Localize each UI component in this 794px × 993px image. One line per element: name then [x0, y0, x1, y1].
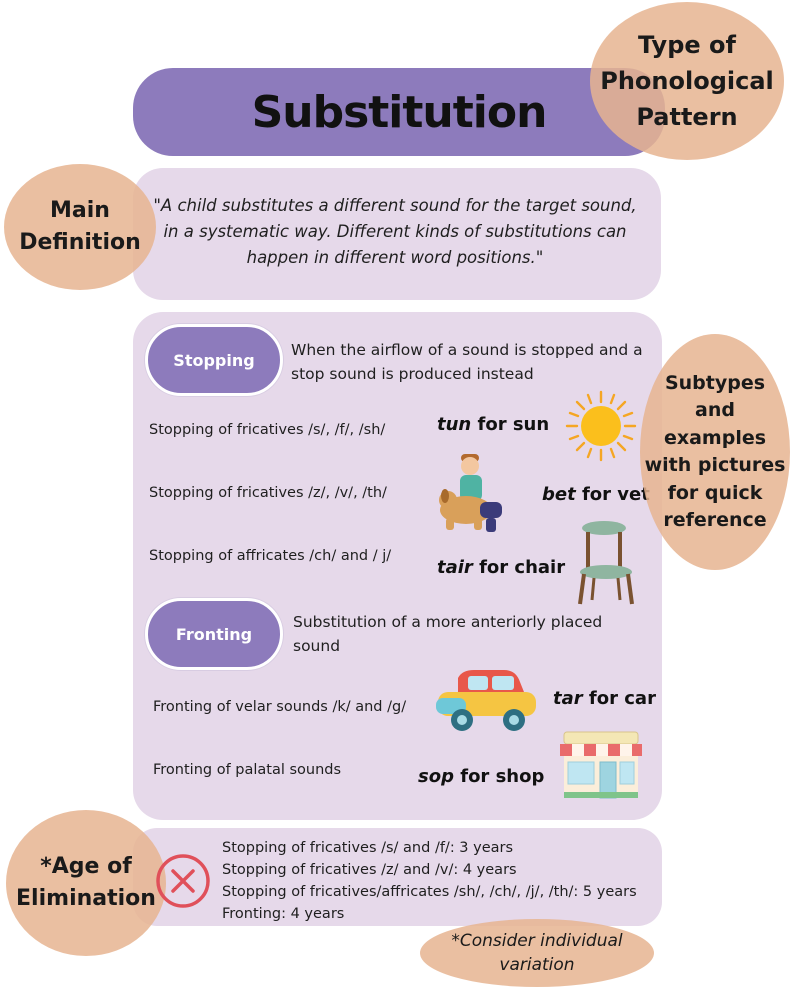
fronting-description: Substitution of a more anteriorly placed…	[293, 613, 603, 655]
note-line: *Consider individual	[451, 931, 623, 951]
fronting-row-label: Fronting of palatal sounds	[153, 762, 342, 778]
stopping-example: bet for vet	[542, 484, 650, 505]
example-word: bet	[542, 484, 576, 505]
age-list: Stopping of fricatives /s/ and /f/: 3 ye…	[222, 837, 637, 925]
definition-text: "A child substitutes a different sound f…	[153, 196, 637, 267]
consider-variation-note: *Consider individual variation	[420, 919, 654, 987]
age-label-line: Elimination	[16, 886, 156, 911]
age-label-line: *Age of	[40, 854, 132, 879]
car-icon	[436, 670, 536, 731]
subtypes-label: Subtypes and examples with pictures for …	[640, 334, 790, 570]
subtypes-label-line: for quick	[667, 481, 763, 504]
definition-label-line: Main	[50, 198, 110, 223]
age-line: Fronting: 4 years	[222, 906, 345, 922]
fronting-example: tar for car	[553, 688, 656, 709]
subtypes-label-line: Subtypes	[664, 371, 766, 394]
subtypes-label-line: examples	[663, 426, 767, 449]
example-rest: for chair	[472, 557, 566, 578]
stopping-pill: Stopping	[145, 324, 283, 396]
definition-label-line: Definition	[19, 230, 141, 255]
stopping-row-label: Stopping of fricatives /s/, /f/, /sh/	[149, 422, 386, 438]
type-label-line: Phonological	[600, 67, 774, 95]
subtypes-label-line: and	[695, 399, 735, 421]
example-rest: for car	[582, 688, 656, 709]
stopping-description: When the airflow of a sound is stopped a…	[291, 341, 643, 383]
age-line: Stopping of fricatives/affricates /sh/, …	[222, 884, 637, 900]
vet-with-dog-icon	[439, 454, 502, 532]
age-line: Stopping of fricatives /s/ and /f/: 3 ye…	[222, 840, 514, 856]
stopping-row-label: Stopping of affricates /ch/ and / j/	[149, 548, 392, 564]
age-line: Stopping of fricatives /z/ and /v/: 4 ye…	[222, 862, 517, 878]
definition-panel	[133, 168, 661, 300]
fronting-row-label: Fronting of velar sounds /k/ and /g/	[153, 699, 407, 715]
chair-icon	[578, 521, 634, 605]
subtypes-label-line: reference	[663, 509, 767, 531]
shop-icon	[560, 731, 642, 799]
example-rest: for sun	[471, 414, 550, 435]
fronting-pill: Fronting	[145, 598, 283, 670]
example-word: sop	[418, 766, 454, 787]
subtypes-label-line: with pictures	[644, 454, 786, 476]
age-panel	[133, 828, 662, 926]
example-rest: for shop	[453, 766, 545, 787]
stopping-example: tun for sun	[437, 414, 549, 435]
fronting-example: sop for shop	[418, 766, 544, 787]
main-definition-label: Main Definition	[4, 164, 156, 290]
example-rest: for vet	[575, 484, 650, 505]
x-circle-icon	[156, 854, 210, 908]
type-label-line: Type of	[638, 31, 736, 59]
title-bar: Substitution	[133, 68, 665, 156]
stopping-row-label: Stopping of fricatives /z/, /v/, /th/	[149, 485, 387, 501]
type-of-pattern-label: Type of Phonological Pattern	[590, 2, 784, 160]
age-of-elimination-label: *Age of Elimination	[6, 810, 166, 956]
page-title: Substitution	[251, 86, 548, 138]
note-line: variation	[499, 955, 575, 975]
example-word: tair	[437, 557, 473, 578]
type-label-line: Pattern	[636, 103, 738, 131]
stopping-example: tair for chair	[437, 557, 565, 578]
example-word: tar	[553, 688, 583, 709]
example-word: tun	[437, 414, 472, 435]
sun-icon	[565, 390, 637, 462]
